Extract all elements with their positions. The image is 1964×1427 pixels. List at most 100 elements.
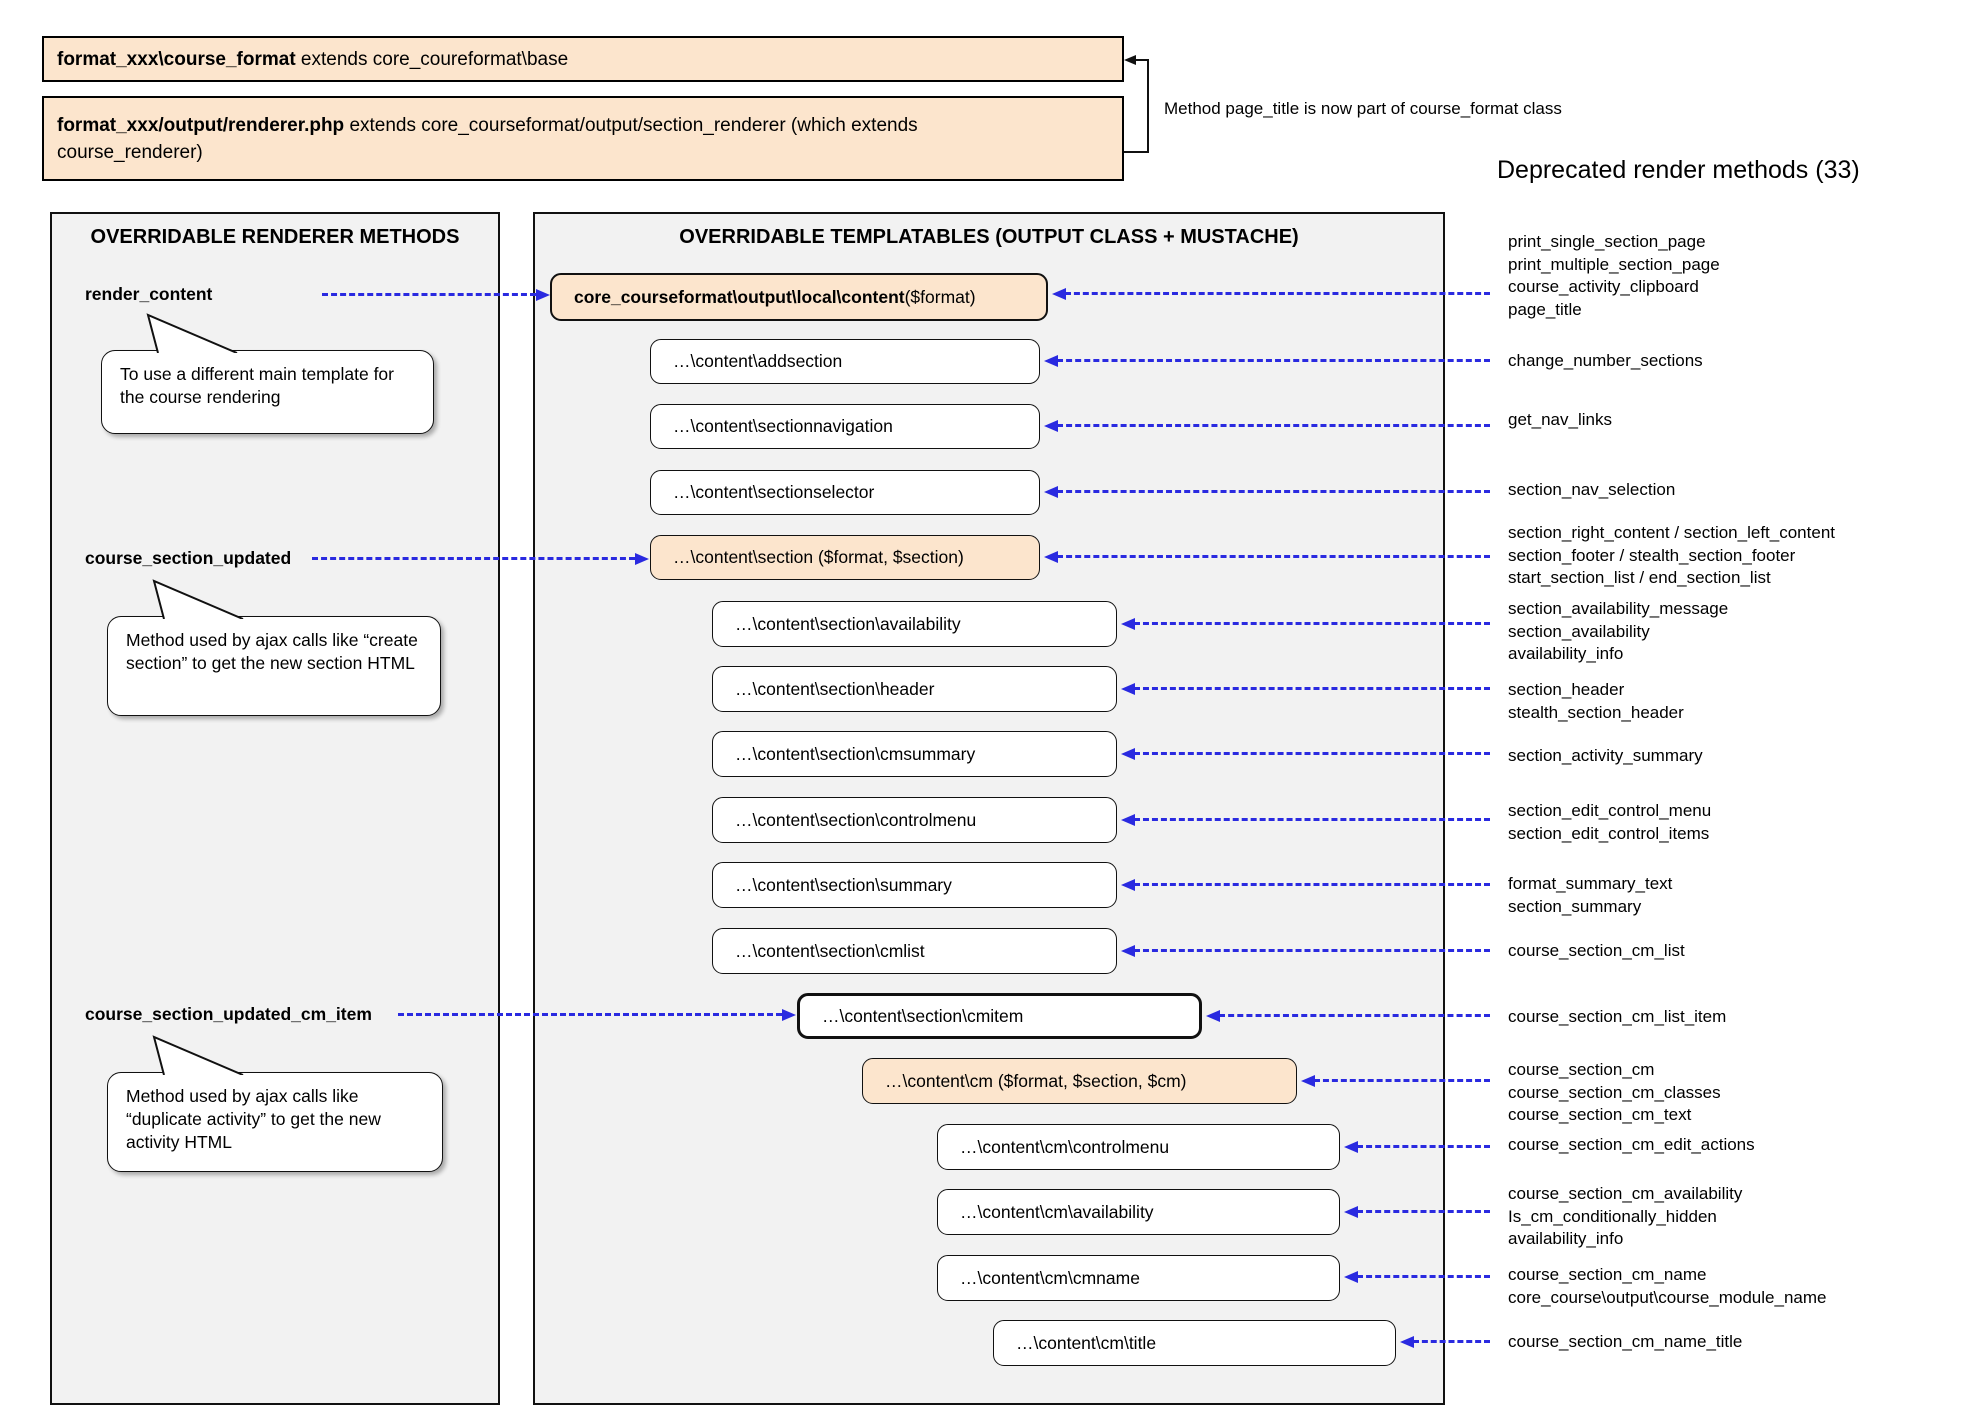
deprecated-method: course_activity_clipboard	[1508, 277, 1699, 296]
templatable-box-section-summary: …\content\section\summary	[712, 862, 1117, 908]
arrow-deprecated-cm-line	[1314, 1079, 1490, 1082]
arrow-deprecated-cm-title-line	[1413, 1340, 1490, 1343]
arrow-deprecated-cm-title-head	[1400, 1336, 1414, 1348]
deprecated-group-cm-cmname: course_section_cm_name core_course\outpu…	[1508, 1264, 1826, 1309]
arrow-deprecated-section-head	[1044, 551, 1058, 563]
bubble-tail	[146, 313, 238, 353]
arrow-course-section-updated-cm-item-head	[782, 1009, 796, 1021]
note-bubble-render-content: To use a different main template for the…	[101, 313, 434, 434]
arrow-deprecated-section-header-line	[1134, 687, 1490, 690]
deprecated-method: course_section_cm_availability	[1508, 1184, 1743, 1203]
arrow-deprecated-section-cmsummary-line	[1134, 752, 1490, 755]
header-box2-rest: extends core_courseformat/output/section…	[57, 114, 918, 163]
templatable-box-cm-cmname: …\content\cm\cmname	[937, 1255, 1340, 1301]
deprecated-method: start_section_list / end_section_list	[1508, 568, 1771, 587]
arrow-deprecated-section-cmlist-line	[1134, 949, 1490, 952]
templatable-box-addsection: …\content\addsection	[650, 339, 1040, 384]
deprecated-group-cm: course_section_cm course_section_cm_clas…	[1508, 1059, 1721, 1127]
deprecated-group-sectionselector: section_nav_selection	[1508, 479, 1675, 502]
bracket-note: Method page_title is now part of course_…	[1164, 99, 1562, 118]
deprecated-method: section_edit_control_items	[1508, 823, 1710, 843]
arrow-course-section-updated-head	[635, 553, 649, 565]
arrow-deprecated-addsection-head	[1044, 355, 1058, 367]
templatable-box-content-bold: core_courseformat\output\local\content	[574, 286, 905, 307]
arrow-render-content-line	[322, 293, 536, 296]
templatable-box-section: …\content\section ($format, $section)	[650, 535, 1040, 580]
deprecated-method: print_multiple_section_page	[1508, 254, 1720, 274]
deprecated-method: get_nav_links	[1508, 410, 1612, 429]
deprecated-group-section-cmsummary: section_activity_summary	[1508, 745, 1703, 768]
deprecated-method: course_section_cm_text	[1508, 1105, 1692, 1124]
bubble-tail	[152, 1035, 244, 1075]
note-bubble-course-section-updated: Method used by ajax calls like “create s…	[107, 579, 441, 716]
arrow-deprecated-section-line	[1057, 555, 1490, 558]
arrow-deprecated-sectionselector-head	[1044, 486, 1058, 498]
header-box1-bold: format_xxx\course_format	[57, 48, 296, 70]
deprecated-title: Deprecated render methods (33)	[1497, 156, 1860, 184]
deprecated-group-cm-availability: course_section_cm_availability Is_cm_con…	[1508, 1183, 1742, 1251]
note-bubble-text: Method used by ajax calls like “duplicat…	[126, 1086, 381, 1152]
arrow-deprecated-cm-availability-line	[1357, 1210, 1490, 1213]
deprecated-method: section_activity_summary	[1508, 746, 1703, 765]
header-box-course-format: format_xxx\course_format extends core_co…	[42, 36, 1124, 82]
deprecated-group-section-controlmenu: section_edit_control_menu section_edit_c…	[1508, 800, 1711, 845]
deprecated-method: course_section_cm_list_item	[1508, 1007, 1727, 1026]
arrow-deprecated-cm-controlmenu-head	[1344, 1141, 1358, 1153]
deprecated-method: section_summary	[1508, 896, 1642, 916]
deprecated-method: print_single_section_page	[1508, 232, 1706, 251]
deprecated-method: availability_info	[1508, 644, 1624, 663]
bracket-arrowhead	[1124, 55, 1136, 65]
templatable-box-section-header: …\content\section\header	[712, 666, 1117, 712]
header-box2-bold: format_xxx/output/renderer.php	[57, 114, 345, 136]
arrow-deprecated-cm-head	[1301, 1075, 1315, 1087]
bracket-line-vertical	[1147, 59, 1149, 153]
deprecated-method: section_header	[1508, 680, 1625, 699]
note-bubble-text: To use a different main template for the…	[120, 364, 394, 407]
templatable-box-section-availability: …\content\section\availability	[712, 601, 1117, 647]
arrow-deprecated-sectionselector-line	[1057, 490, 1490, 493]
templatable-box-section-cmlist: …\content\section\cmlist	[712, 928, 1117, 974]
renderer-methods-panel-title: OVERRIDABLE RENDERER METHODS	[90, 226, 460, 248]
arrow-render-content-head	[536, 289, 550, 301]
arrow-deprecated-cm-cmname-line	[1357, 1275, 1490, 1278]
templatable-box-sectionselector: …\content\sectionselector	[650, 470, 1040, 515]
deprecated-method: change_number_sections	[1508, 351, 1703, 370]
arrow-deprecated-cmitem-line	[1219, 1014, 1490, 1017]
deprecated-method: availability_info	[1508, 1229, 1624, 1248]
arrow-deprecated-section-header-head	[1121, 683, 1135, 695]
bracket-line-bottom	[1124, 151, 1149, 153]
deprecated-group-cmitem: course_section_cm_list_item	[1508, 1006, 1726, 1029]
templatable-box-cm: …\content\cm ($format, $section, $cm)	[862, 1058, 1297, 1104]
arrow-deprecated-section-availability-head	[1121, 618, 1135, 630]
arrow-deprecated-addsection-line	[1057, 359, 1490, 362]
bracket-line-top	[1135, 59, 1149, 61]
method-label-render-content: render_content	[85, 284, 213, 304]
templatable-box-content: core_courseformat\output\local\content (…	[550, 273, 1048, 321]
arrow-deprecated-section-cmlist-head	[1121, 945, 1135, 957]
arrow-deprecated-section-summary-line	[1134, 883, 1490, 886]
arrow-deprecated-cm-cmname-head	[1344, 1271, 1358, 1283]
deprecated-method: course_section_cm_classes	[1508, 1082, 1721, 1102]
arrow-deprecated-cm-availability-head	[1344, 1206, 1358, 1218]
deprecated-method: section_right_content / section_left_con…	[1508, 523, 1835, 542]
templatable-box-section-controlmenu: …\content\section\controlmenu	[712, 797, 1117, 843]
deprecated-method: section_availability_message	[1508, 599, 1729, 618]
method-label-course-section-updated-cm-item: course_section_updated_cm_item	[85, 1004, 372, 1024]
templatable-box-section-cmsummary: …\content\section\cmsummary	[712, 731, 1117, 777]
templatable-box-sectionnavigation: …\content\sectionnavigation	[650, 404, 1040, 449]
templatable-box-cm-title: …\content\cm\title	[993, 1320, 1396, 1366]
note-bubble-course-section-updated-cm-item: Method used by ajax calls like “duplicat…	[107, 1035, 443, 1172]
header-box1-rest: extends core_coureformat\base	[295, 48, 569, 70]
deprecated-group-cm-controlmenu: course_section_cm_edit_actions	[1508, 1134, 1755, 1157]
arrow-deprecated-sectionnavigation-line	[1057, 424, 1490, 427]
deprecated-group-section-header: section_header stealth_section_header	[1508, 679, 1684, 724]
templatable-box-section-cmitem: …\content\section\cmitem	[797, 993, 1202, 1039]
templatable-box-cm-controlmenu: …\content\cm\controlmenu	[937, 1124, 1340, 1170]
deprecated-method: course_section_cm_edit_actions	[1508, 1135, 1755, 1154]
note-bubble-text: Method used by ajax calls like “create s…	[126, 630, 418, 673]
deprecated-group-addsection: change_number_sections	[1508, 350, 1703, 373]
arrow-deprecated-section-summary-head	[1121, 879, 1135, 891]
bubble-tail	[152, 579, 244, 619]
arrow-course-section-updated-line	[312, 557, 635, 560]
